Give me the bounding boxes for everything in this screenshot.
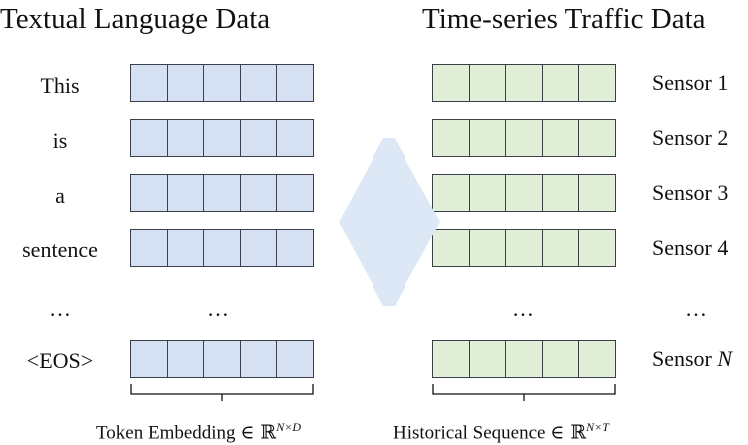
vector-cell [433,230,470,266]
vector-cell [131,120,168,156]
vector-cell [433,175,470,211]
sensor-label-1: Sensor 1 [652,70,729,95]
word-label-1: This [40,73,80,98]
vector-cell [168,65,205,101]
embedding-ellipsis: … [207,296,229,321]
sensor-sequence-vector-1 [432,64,616,102]
vector-cell [241,341,278,377]
right-brace [432,384,616,401]
sensor-sequence-vector-n [432,340,616,378]
vector-cell [241,230,278,266]
vector-cell [204,230,241,266]
word-label-3: a [55,183,65,208]
vector-cell [543,120,580,156]
left-caption-symbol: ∈ ℝ [240,421,277,444]
left-caption: Token Embedding ∈ ℝN×D [96,415,301,445]
token-embedding-vector-3 [130,174,314,212]
vector-cell [131,341,168,377]
sensor-label-n-prefix: Sensor [652,346,712,371]
word-label-2: is [52,128,68,153]
vector-cell [131,65,168,101]
token-embedding-vector-eos [130,340,314,378]
right-caption-symbol: ∈ ℝ [550,421,587,444]
vector-cell [470,341,507,377]
right-caption-dims: N×T [586,420,609,434]
vector-cell [506,65,543,101]
sensor-sequence-vector-2 [432,119,616,157]
token-embedding-vector-1 [130,64,314,102]
sensor-label-n-var: N [717,346,733,371]
vector-cell [204,120,241,156]
vector-cell [131,230,168,266]
left-caption-dims: N×D [276,420,301,434]
token-embedding-vector-4 [130,229,314,267]
vector-cell [470,65,507,101]
sensor-label-3: Sensor 3 [652,180,729,205]
vector-cell [241,65,278,101]
vector-cell [433,65,470,101]
vector-cell [433,120,470,156]
sensor-label-n: Sensor N [652,346,732,372]
vector-cell [168,341,205,377]
vector-cell [168,175,205,211]
word-ellipsis: … [49,296,71,321]
vector-cell [241,175,278,211]
vector-cell [543,175,580,211]
sensor-label-2: Sensor 2 [652,125,729,150]
right-caption: Historical Sequence ∈ ℝN×T [393,415,609,445]
vector-cell [470,230,507,266]
word-label-4: sentence [22,237,98,262]
left-caption-text: Token Embedding [96,422,236,444]
left-brace [130,384,314,401]
vector-cell [168,120,205,156]
sensor-label-4: Sensor 4 [652,235,729,260]
left-panel-title: Textual Language Data [0,3,271,35]
vector-cell [131,175,168,211]
double-arrow-shape [339,138,440,306]
vector-cell [204,175,241,211]
word-label-eos: <EOS> [26,348,94,373]
vector-cell [433,341,470,377]
vector-cell [204,341,241,377]
vector-cell [543,341,580,377]
vector-cell [204,65,241,101]
right-caption-text: Historical Sequence [393,422,546,444]
vector-cell [543,230,580,266]
vector-cell [470,120,507,156]
vector-cell [470,175,507,211]
vector-cell [506,230,543,266]
vector-cell [543,65,580,101]
vector-cell [168,230,205,266]
vector-cell [506,175,543,211]
vector-cell [506,120,543,156]
token-embedding-vector-2 [130,119,314,157]
sensor-ellipsis: … [685,296,707,321]
vector-cell [506,341,543,377]
vector-cell [241,120,278,156]
sensor-sequence-vector-4 [432,229,616,267]
sequence-ellipsis: … [512,296,534,321]
right-panel-title: Time-series Traffic Data [422,3,706,35]
sensor-sequence-vector-3 [432,174,616,212]
